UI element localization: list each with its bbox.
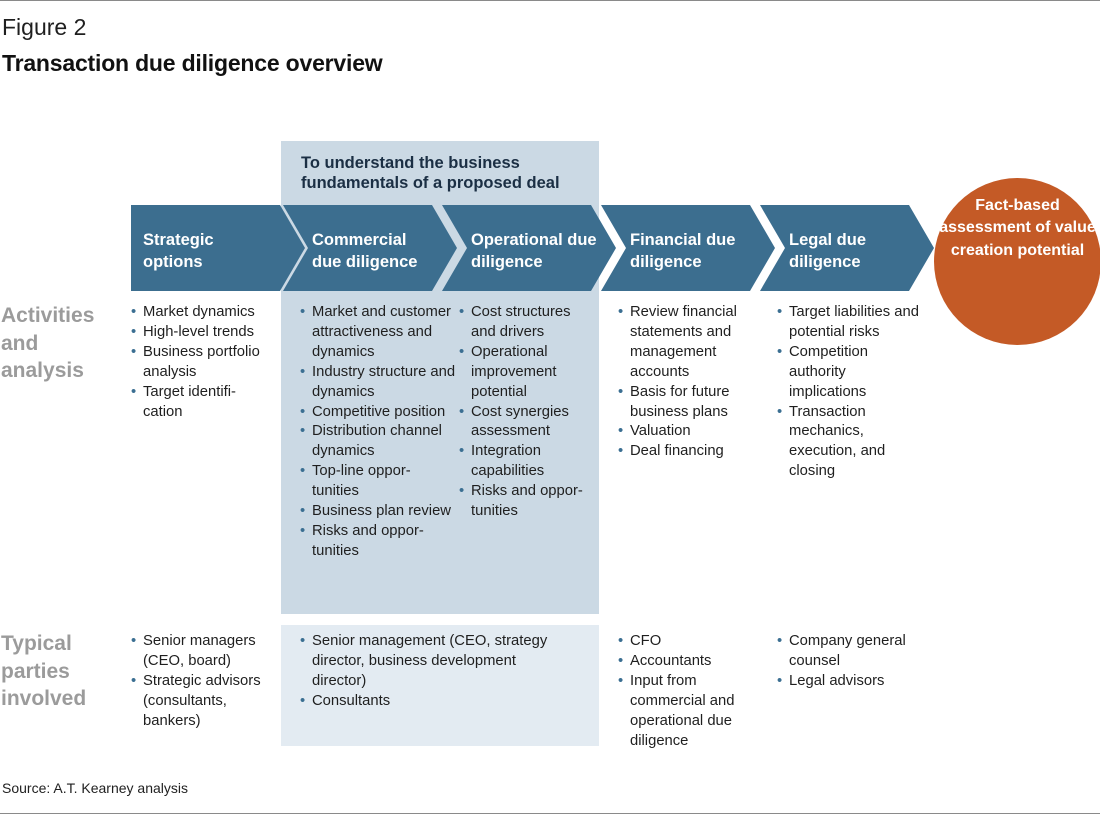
arrow-financial bbox=[601, 205, 775, 291]
list-item: Accountants bbox=[618, 652, 750, 672]
list-item: Market dynamics bbox=[131, 303, 271, 323]
activities-financial: Review financial statements and manageme… bbox=[618, 303, 750, 462]
outcome-text: Fact-based assessment of value creation … bbox=[939, 197, 1096, 259]
arrow-operational bbox=[442, 205, 616, 291]
arrow-commercial bbox=[283, 205, 457, 291]
list-item: Review financial statements and manageme… bbox=[618, 303, 750, 383]
list-item: Company general counsel bbox=[777, 632, 922, 672]
figure-title: Transaction due diligence overview bbox=[2, 50, 383, 76]
list-item: Market and customer attractiveness and d… bbox=[300, 303, 458, 363]
activities-strategic: Market dynamics High-level trends Busine… bbox=[131, 303, 271, 422]
list-item: Cost synergies assessment bbox=[459, 403, 593, 443]
list-item: Risks and oppor-tunities bbox=[459, 482, 599, 522]
outcome-circle: Fact-based assessment of value creation … bbox=[934, 178, 1100, 345]
list-item: Valuation bbox=[618, 422, 750, 442]
parties-strategic: Senior managers (CEO, board) Strategic a… bbox=[131, 632, 276, 732]
arrow-legal bbox=[760, 205, 934, 291]
list-item: Senior managers (CEO, board) bbox=[131, 632, 268, 672]
list-item: Operational improvement potential bbox=[459, 343, 593, 403]
list-item: Deal financing bbox=[618, 442, 750, 462]
stage-label-commercial: Commercial due diligence bbox=[312, 231, 418, 271]
list-item: Distribution channel dynamics bbox=[300, 422, 458, 462]
stage-label-financial: Financial due diligence bbox=[630, 231, 736, 271]
list-item: Cost structures and drivers bbox=[459, 303, 593, 343]
list-item: Basis for future business plans bbox=[618, 383, 750, 423]
source-note: Source: A.T. Kearney analysis bbox=[2, 780, 188, 796]
list-item: Input from commercial and operational du… bbox=[618, 672, 750, 752]
stage-label-operational: Operational due diligence bbox=[471, 231, 597, 271]
parties-financial: CFO Accountants Input from commercial an… bbox=[618, 632, 750, 751]
list-item: CFO bbox=[618, 632, 750, 652]
list-item: Target identifi-cation bbox=[131, 383, 251, 423]
list-item: High-level trends bbox=[131, 323, 271, 343]
list-item: Competition authority implications bbox=[777, 343, 889, 403]
list-item: Senior management (CEO, strategy directo… bbox=[300, 632, 555, 692]
stage-label-legal: Legal due diligence bbox=[789, 231, 867, 271]
list-item: Business plan review bbox=[300, 502, 458, 522]
top-rule bbox=[0, 0, 1100, 1]
list-item: Industry structure and dynamics bbox=[300, 363, 458, 403]
activities-legal: Target liabilities and potential risks C… bbox=[777, 303, 922, 482]
stage-label-strategic: Strategic options bbox=[143, 231, 214, 271]
list-item: Legal advisors bbox=[777, 672, 922, 692]
list-item: Transaction mechanics, execution, and cl… bbox=[777, 403, 899, 483]
bottom-rule bbox=[0, 813, 1100, 814]
row-label-parties: Typical parties involved bbox=[1, 632, 87, 710]
list-item: Consultants bbox=[300, 692, 555, 712]
list-item: Top-line oppor-tunities bbox=[300, 462, 422, 502]
activities-operational: Cost structures and drivers Operational … bbox=[459, 303, 593, 522]
list-item: Target liabilities and potential risks bbox=[777, 303, 922, 343]
figure-label: Figure 2 bbox=[2, 14, 87, 40]
list-item: Business portfolio analysis bbox=[131, 343, 271, 383]
list-item: Strategic advisors (consultants, bankers… bbox=[131, 672, 273, 732]
list-item: Competitive position bbox=[300, 403, 458, 423]
band-caption: To understand the business fundamentals … bbox=[301, 154, 560, 192]
row-label-activities: Activities and analysis bbox=[1, 304, 95, 382]
arrow-strategic-options bbox=[131, 205, 305, 291]
list-item: Integration capabilities bbox=[459, 442, 593, 482]
parties-commercial-operational: Senior management (CEO, strategy directo… bbox=[300, 632, 555, 712]
activities-commercial: Market and customer attractiveness and d… bbox=[300, 303, 458, 562]
parties-legal: Company general counsel Legal advisors bbox=[777, 632, 922, 692]
list-item: Risks and oppor-tunities bbox=[300, 522, 432, 562]
